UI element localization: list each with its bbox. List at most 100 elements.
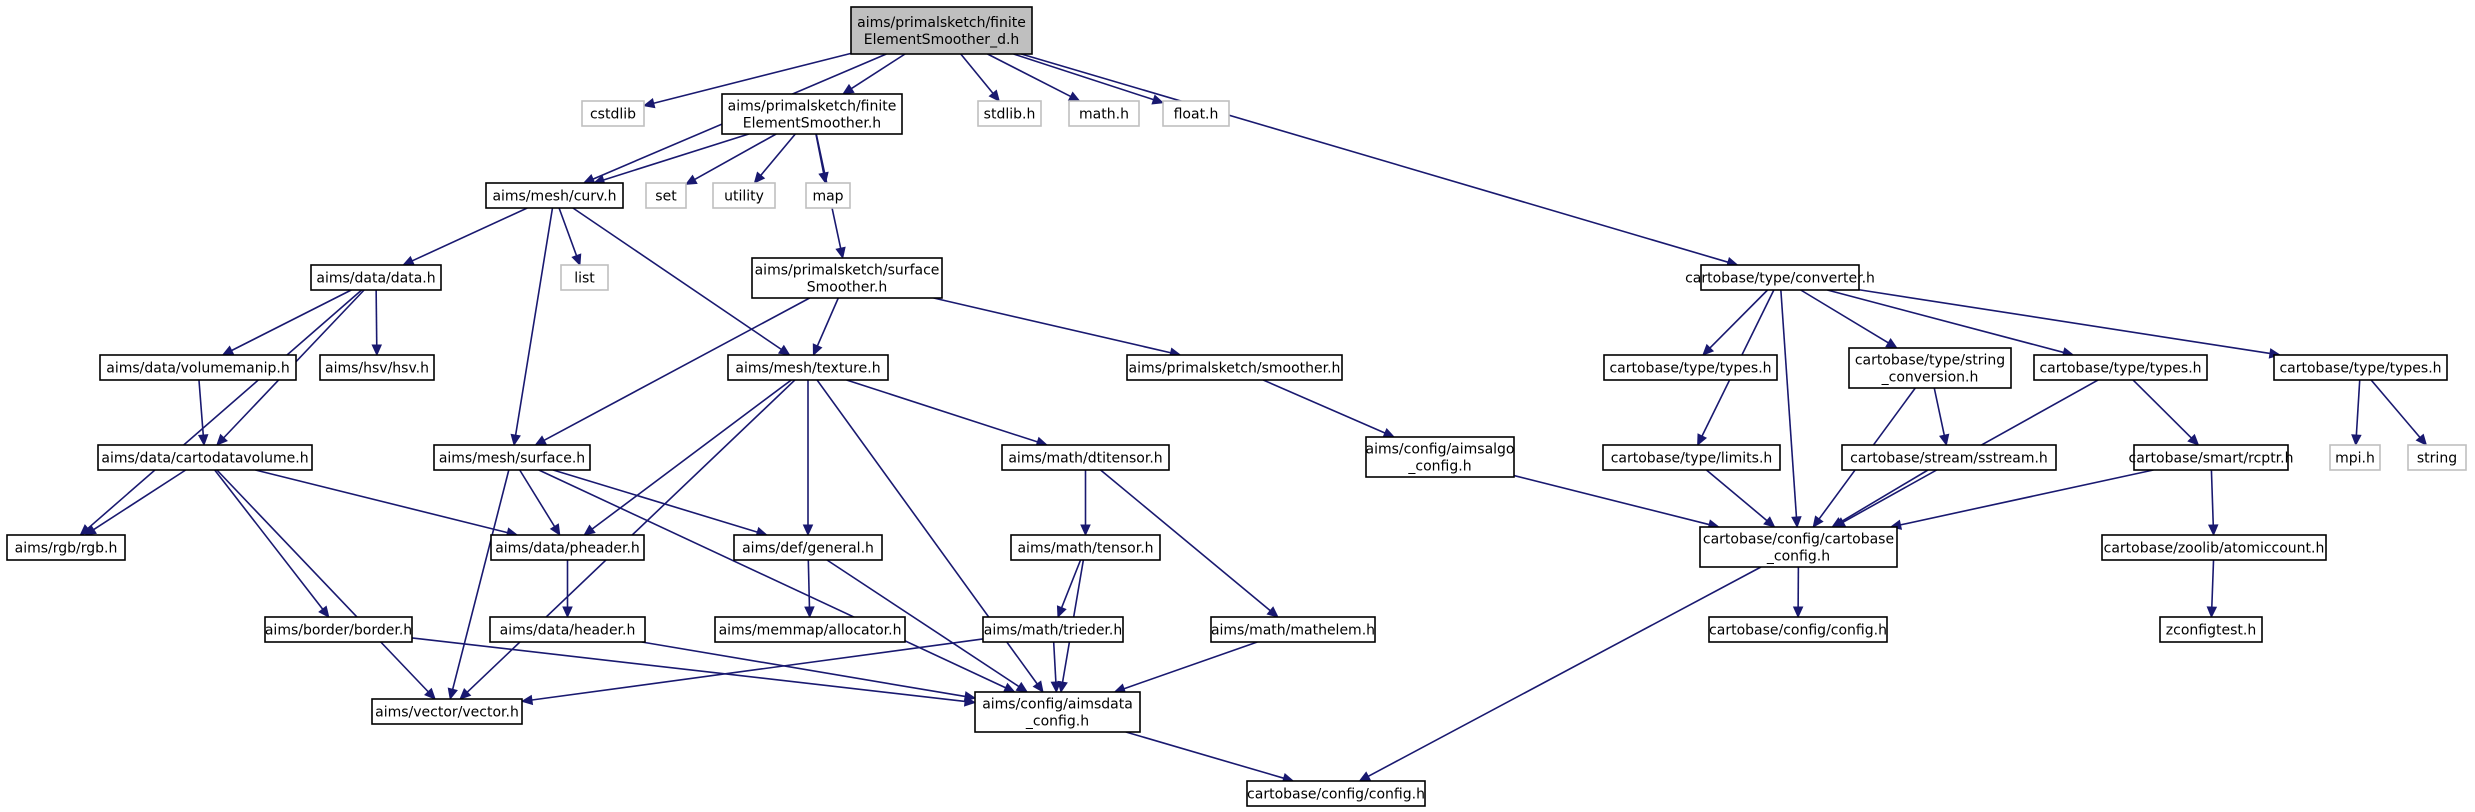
node-label: zconfigtest.h bbox=[2166, 623, 2256, 639]
edge-data-to-rgb bbox=[87, 289, 363, 530]
arrowhead-limits-to-cartobaseconfig bbox=[1763, 516, 1776, 528]
node-box bbox=[1848, 347, 2012, 389]
edge-root-to-fes bbox=[850, 53, 906, 90]
node-types1[interactable]: cartobase/type/types.h bbox=[1603, 354, 1778, 381]
node-box bbox=[1001, 444, 1170, 471]
arrowhead-converter-to-types1 bbox=[1702, 343, 1715, 356]
arrowhead-border-to-aimsdata bbox=[963, 696, 977, 707]
node-pheader[interactable]: aims/data/pheader.h bbox=[490, 534, 645, 561]
edge-cartovol-to-vector bbox=[216, 469, 429, 693]
node-converter[interactable]: cartobase/type/converter.h bbox=[1685, 264, 1875, 291]
node-smoother[interactable]: aims/primalsketch/smoother.h bbox=[1126, 354, 1343, 381]
node-box bbox=[727, 354, 889, 381]
node-volmanip[interactable]: aims/data/volumemanip.h bbox=[99, 354, 297, 381]
arrowhead-root-to-math bbox=[1067, 91, 1081, 102]
node-rcptr[interactable]: cartobase/smart/rcptr.h bbox=[2129, 444, 2294, 471]
node-surface[interactable]: aims/mesh/surface.h bbox=[433, 444, 591, 471]
node-config1[interactable]: cartobase/config/config.h bbox=[1708, 616, 1888, 643]
edge-surfsmooth-to-texture bbox=[816, 297, 840, 347]
node-box bbox=[371, 698, 523, 725]
arrowhead-texture-to-pheader bbox=[583, 524, 596, 536]
node-box bbox=[714, 616, 906, 643]
edge-converter-to-stringconv bbox=[1800, 289, 1889, 344]
edge-trieder-to-aimsdata bbox=[1052, 641, 1057, 683]
node-config2[interactable]: cartobase/config/config.h bbox=[1246, 780, 1426, 807]
node-mathelem[interactable]: aims/math/mathelem.h bbox=[1210, 616, 1376, 643]
node-box bbox=[1603, 354, 1778, 381]
node-border[interactable]: aims/border/border.h bbox=[264, 616, 413, 643]
node-tensor[interactable]: aims/math/tensor.h bbox=[1010, 534, 1161, 561]
node-box bbox=[1162, 100, 1230, 127]
arrowhead-tensor-to-aimsdata bbox=[1057, 680, 1068, 694]
node-math: math.h bbox=[1068, 100, 1140, 127]
node-label: _config.h bbox=[1766, 549, 1830, 565]
node-header[interactable]: aims/data/header.h bbox=[489, 616, 646, 643]
node-box bbox=[489, 616, 646, 643]
edge-curv-to-data bbox=[411, 207, 528, 262]
node-root[interactable]: aims/primalsketch/finiteElementSmoother_… bbox=[850, 6, 1033, 55]
node-curv[interactable]: aims/mesh/curv.h bbox=[485, 182, 624, 209]
node-cartobaseconfig[interactable]: cartobase/config/cartobase_config.h bbox=[1699, 526, 1898, 568]
node-types2[interactable]: cartobase/type/types.h bbox=[2033, 354, 2208, 381]
node-label: aims/config/aimsalgo bbox=[1366, 442, 1515, 458]
edge-surface-to-aimsdata bbox=[538, 469, 1006, 689]
node-box bbox=[982, 616, 1124, 643]
node-box bbox=[721, 93, 903, 135]
node-box bbox=[2133, 444, 2289, 471]
node-label: stdlib.h bbox=[984, 107, 1036, 123]
arrowhead-data-to-hsv bbox=[371, 344, 383, 357]
node-atomic[interactable]: cartobase/zoolib/atomiccount.h bbox=[2101, 534, 2327, 561]
node-box bbox=[1126, 354, 1343, 381]
node-types3[interactable]: cartobase/type/types.h bbox=[2273, 354, 2448, 381]
edge-root-to-stdlib bbox=[960, 53, 994, 94]
arrowhead-texture-to-general bbox=[802, 524, 814, 537]
arrowhead-root-to-fes bbox=[841, 83, 855, 95]
edge-surfsmooth-to-smoother bbox=[933, 297, 1171, 354]
node-zconfig[interactable]: zconfigtest.h bbox=[2159, 616, 2263, 643]
node-vector[interactable]: aims/vector/vector.h bbox=[371, 698, 523, 725]
node-sstream[interactable]: cartobase/stream/sstream.h bbox=[1841, 444, 2057, 471]
edge-mathelem-to-aimsdata bbox=[1123, 641, 1258, 690]
node-label: utility bbox=[724, 189, 764, 205]
node-box bbox=[97, 444, 313, 471]
arrowhead-texture-to-vector bbox=[459, 687, 472, 700]
node-float: float.h bbox=[1162, 100, 1230, 127]
node-cartovol[interactable]: aims/data/cartodatavolume.h bbox=[97, 444, 313, 471]
node-label: aims/vector/vector.h bbox=[375, 705, 519, 721]
arrowhead-cartovol-to-border bbox=[318, 605, 330, 618]
node-general[interactable]: aims/def/general.h bbox=[733, 534, 883, 561]
node-label: aims/math/dtitensor.h bbox=[1008, 451, 1162, 467]
node-box bbox=[733, 534, 883, 561]
node-label: aims/mesh/curv.h bbox=[492, 189, 616, 205]
edge-aimsdata-to-config2 bbox=[1125, 731, 1284, 779]
node-label: aims/mesh/surface.h bbox=[439, 451, 585, 467]
edge-converter-to-cartobaseconfig bbox=[1780, 289, 1798, 518]
node-hsv[interactable]: aims/hsv/hsv.h bbox=[319, 354, 435, 381]
node-label: cartobase/type/limits.h bbox=[1611, 451, 1773, 467]
node-texture[interactable]: aims/mesh/texture.h bbox=[727, 354, 889, 381]
node-label: aims/primalsketch/smoother.h bbox=[1129, 361, 1341, 377]
node-box bbox=[2159, 616, 2263, 643]
node-aimsdata[interactable]: aims/config/aimsdata_config.h bbox=[974, 691, 1141, 733]
node-fes[interactable]: aims/primalsketch/finiteElementSmoother.… bbox=[721, 93, 903, 135]
node-dtitensor[interactable]: aims/math/dtitensor.h bbox=[1001, 444, 1170, 471]
arrowhead-converter-to-stringconv bbox=[1885, 338, 1898, 349]
node-allocator[interactable]: aims/memmap/allocator.h bbox=[714, 616, 906, 643]
node-rgb[interactable]: aims/rgb/rgb.h bbox=[6, 534, 126, 561]
edge-types3-to-string bbox=[2370, 379, 2421, 438]
edge-types3-to-mpi bbox=[2355, 379, 2361, 436]
node-stringconv[interactable]: cartobase/type/string_conversion.h bbox=[1848, 347, 2012, 389]
node-label: cartobase/config/config.h bbox=[1247, 787, 1425, 803]
arrowhead-cartovol-to-vector bbox=[424, 687, 436, 700]
node-aimsalgo[interactable]: aims/config/aimsalgo_config.h bbox=[1365, 436, 1515, 478]
node-box bbox=[2407, 444, 2467, 471]
node-limits[interactable]: cartobase/type/limits.h bbox=[1602, 444, 1781, 471]
node-label: aims/primalsketch/finite bbox=[857, 15, 1026, 31]
arrowhead-stringconv-to-cartobaseconfig bbox=[1812, 515, 1824, 528]
node-box bbox=[99, 354, 297, 381]
node-data[interactable]: aims/data/data.h bbox=[310, 264, 442, 291]
node-trieder[interactable]: aims/math/trieder.h bbox=[982, 616, 1124, 643]
edge-cartobaseconfig-to-config2 bbox=[1367, 566, 1762, 778]
edge-surface-to-vector bbox=[451, 469, 510, 690]
